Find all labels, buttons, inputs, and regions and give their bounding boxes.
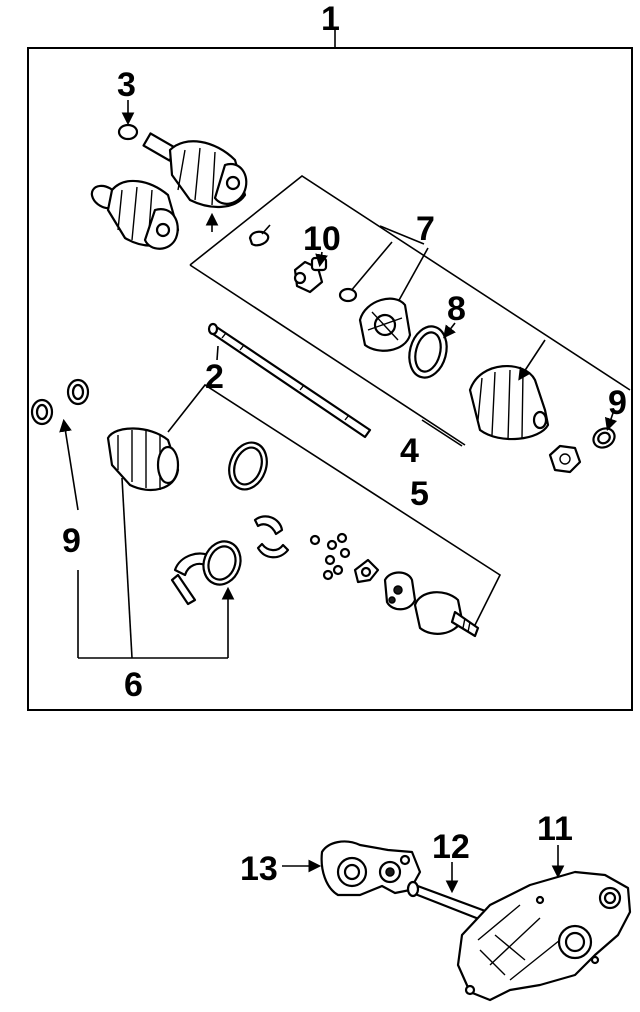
ring-9-right <box>592 409 618 449</box>
inner-cv-housing <box>90 179 180 250</box>
pinion-shaft-12 <box>406 862 490 923</box>
callout-2: 2 <box>205 358 224 396</box>
small-clip <box>248 224 271 247</box>
boot-clamps <box>78 515 290 659</box>
boot-lower <box>106 427 180 659</box>
snap-ring-8 <box>408 322 456 379</box>
bracket-housing-13 <box>282 840 422 897</box>
callout-5: 5 <box>410 475 429 513</box>
callout-3: 3 <box>117 66 136 104</box>
callout-7: 7 <box>416 210 435 248</box>
ball-bearings <box>309 532 351 581</box>
retaining-ring-7 <box>338 287 358 303</box>
callout-8: 8 <box>447 290 466 328</box>
callout-1: 1 <box>321 0 340 38</box>
clip-ring-3 <box>117 100 139 141</box>
callout-12: 12 <box>432 828 470 866</box>
callout-6: 6 <box>124 666 143 704</box>
inner-race-7 <box>358 297 412 352</box>
callout-13: 13 <box>240 850 278 888</box>
boot-upper <box>468 339 550 441</box>
axle-nut <box>548 444 582 474</box>
callout-9-left: 9 <box>62 522 81 560</box>
callout-4: 4 <box>400 432 419 470</box>
assembly-frame <box>27 47 633 711</box>
callout-9-right: 9 <box>608 384 627 422</box>
differential-housing-11 <box>456 845 632 1002</box>
outer-cv-joint-lower <box>413 591 480 638</box>
rings-9-left <box>30 378 90 658</box>
axle-shaft-2 <box>207 322 372 439</box>
o-ring <box>228 441 268 491</box>
spider-bearing-10 <box>293 251 328 294</box>
cage-race <box>353 558 417 611</box>
outer-cv-joint-upper <box>142 132 248 209</box>
callout-10: 10 <box>303 220 341 258</box>
callout-11: 11 <box>537 810 573 848</box>
